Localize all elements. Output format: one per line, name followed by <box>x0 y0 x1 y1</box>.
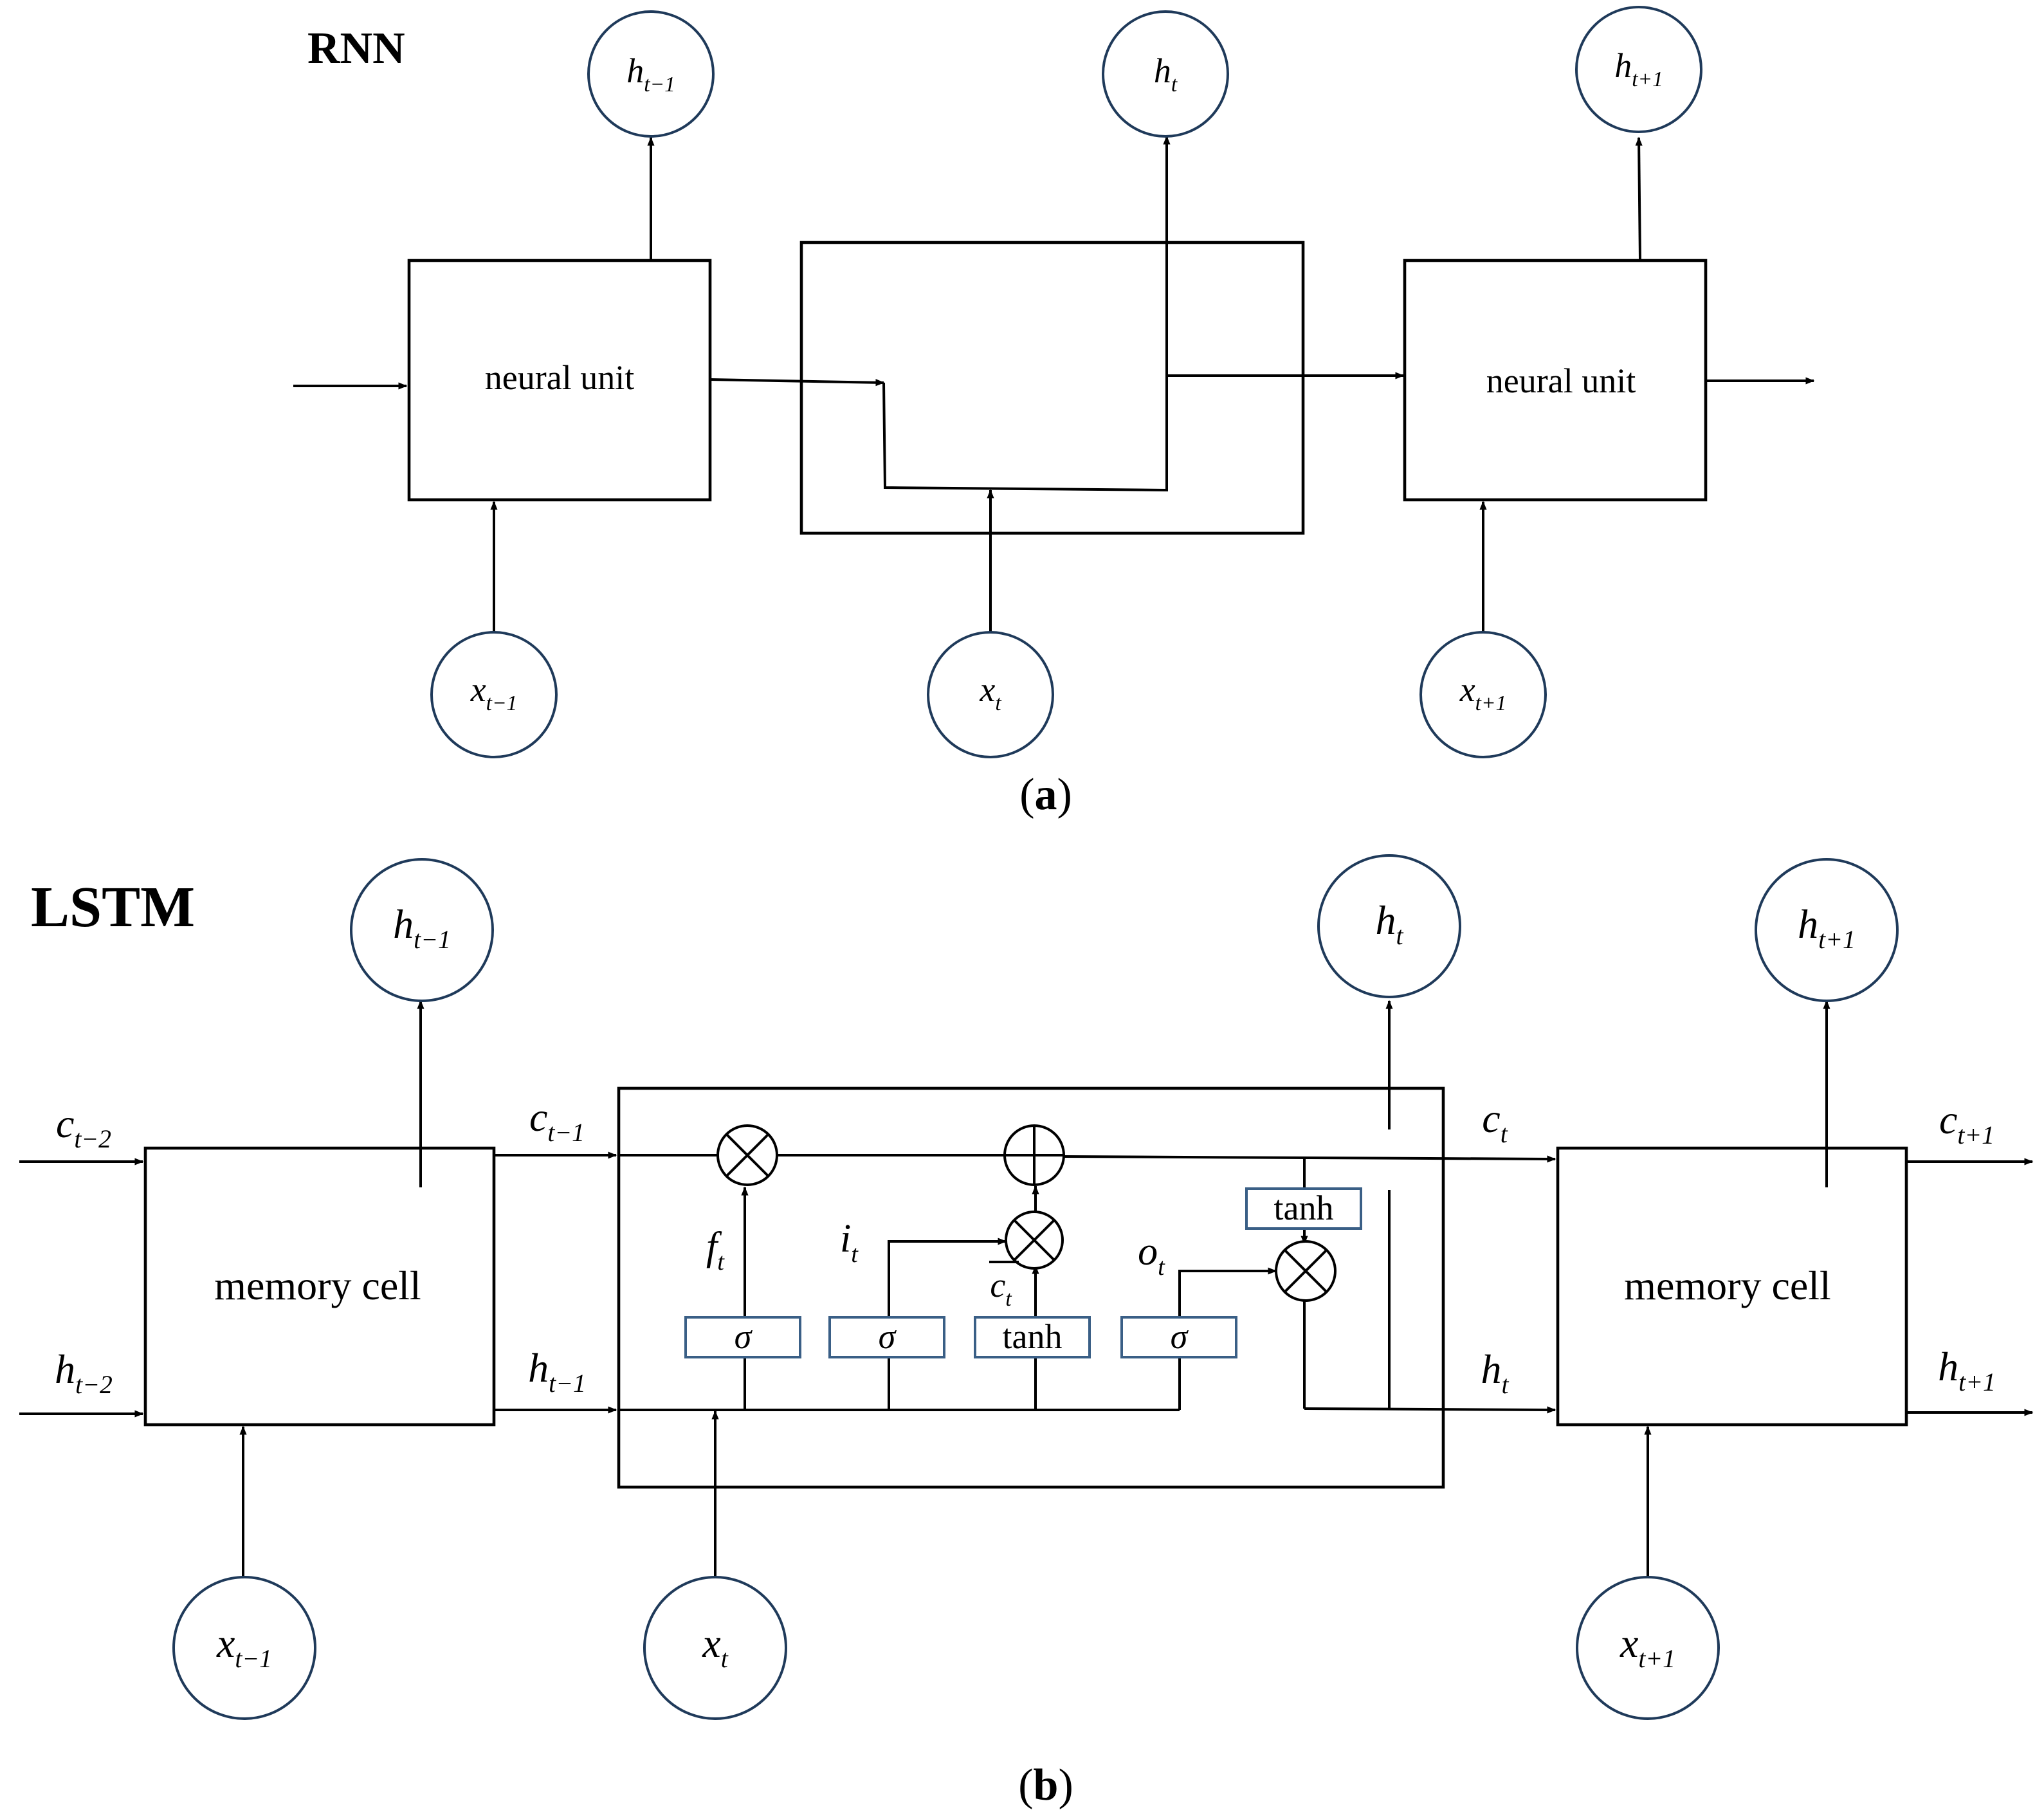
lstm-output-node-current <box>1317 854 1461 998</box>
lstm-caption: (b) <box>1018 1760 1073 1810</box>
rnn-output-node-next <box>1575 6 1702 133</box>
lstm-cell-left <box>143 1146 496 1427</box>
lstm-input-sigma-label: σ <box>879 1317 897 1356</box>
lstm-input-node-next <box>1576 1576 1720 1720</box>
rnn-link-left-to-middle <box>709 378 885 387</box>
rnn-output-node-current <box>1102 10 1229 138</box>
lstm-output-gate-label: ot <box>1138 1230 1165 1281</box>
lstm-cell-left-label: memory cell <box>214 1263 421 1308</box>
lstm-cell-right-label: memory cell <box>1624 1263 1831 1308</box>
lstm-h-prev-label: ht−1 <box>528 1345 586 1398</box>
lstm-h-out-label: ht+1 <box>1938 1344 1996 1396</box>
rnn-input-label-next: xt+1 <box>1459 670 1507 715</box>
lstm-candidate-tanh-label: tanh <box>1003 1317 1063 1356</box>
rnn-output-label-next: ht+1 <box>1614 46 1663 91</box>
lstm-input-multiply-node <box>1005 1211 1064 1270</box>
lstm-output-node-next <box>1755 858 1899 1002</box>
lstm-input-node-prev <box>172 1576 316 1720</box>
lstm-cell-tanh-box <box>1245 1187 1362 1230</box>
rnn-input-node-current <box>927 631 1054 758</box>
rnn-caption: (a) <box>1019 770 1072 819</box>
rnn-right-up-arrow <box>1635 136 1643 261</box>
lstm-c-out-label: ct+1 <box>1939 1097 1994 1149</box>
lstm-input-label-next: xt+1 <box>1620 1620 1675 1673</box>
lstm-input-label-prev: xt−1 <box>216 1620 272 1673</box>
lstm-cell-tanh-label: tanh <box>1274 1189 1334 1227</box>
rnn-unit-right-label: neural unit <box>1486 361 1636 400</box>
rnn-middle-internal-path <box>882 138 1168 492</box>
rnn-input-label-prev: xt−1 <box>470 670 518 715</box>
rnn-title: RNN <box>307 24 405 73</box>
rnn-output-label-prev: ht−1 <box>626 51 675 96</box>
lstm-h-cur-label: ht <box>1481 1346 1509 1399</box>
lstm-candidate-label: ct <box>989 1261 1019 1311</box>
lstm-output-multiply-node <box>1275 1240 1337 1302</box>
lstm-cell-middle <box>617 1086 1445 1489</box>
lstm-add-node <box>1003 1124 1065 1186</box>
svg-text:ct: ct <box>990 1266 1012 1311</box>
lstm-input-gate-label: it <box>840 1217 859 1268</box>
lstm-candidate-tanh-box <box>974 1316 1091 1358</box>
lstm-output-node-prev <box>350 858 494 1002</box>
lstm-output-gate-path <box>1178 1270 1276 1410</box>
rnn-input-label-current: xt <box>979 670 1001 715</box>
lstm-input-label-current: xt <box>702 1620 728 1673</box>
lstm-panel: LSTM memory cell memory cell <box>19 854 2034 1810</box>
lstm-input-sigma-box <box>828 1316 945 1358</box>
lstm-cell-right <box>1556 1146 1908 1427</box>
rnn-input-node-prev <box>430 631 558 758</box>
lstm-hidden-out-line <box>1304 1406 1556 1414</box>
lstm-output-sigma-label: σ <box>1171 1317 1189 1356</box>
lstm-output-label-current: ht <box>1375 897 1403 950</box>
rnn-panel: RNN neural unit neural unit ht−1 ht ht+1 <box>293 6 1815 819</box>
lstm-forget-gate-label: ft <box>706 1225 725 1275</box>
lstm-output-label-next: ht+1 <box>1798 901 1856 954</box>
lstm-c-in-label: ct−2 <box>56 1101 111 1153</box>
lstm-c-cur-label: ct <box>1482 1095 1508 1148</box>
lstm-h-in-label: ht−2 <box>55 1346 113 1399</box>
rnn-input-node-next <box>1419 631 1547 758</box>
lstm-forget-sigma-label: σ <box>735 1317 753 1356</box>
lstm-title: LSTM <box>31 875 195 939</box>
rnn-output-node-prev <box>587 10 715 138</box>
lstm-input-node-current <box>643 1576 787 1720</box>
lstm-cell-state-line-c <box>1062 1155 1556 1163</box>
lstm-forget-multiply-node <box>716 1124 778 1186</box>
lstm-c-prev-label: ct−1 <box>529 1094 585 1147</box>
lstm-forget-sigma-box <box>684 1316 801 1358</box>
lstm-output-label-prev: ht−1 <box>393 901 451 954</box>
rnn-output-label-current: ht <box>1154 51 1178 96</box>
rnn-unit-left-label: neural unit <box>485 358 634 397</box>
lstm-output-sigma-box <box>1120 1316 1237 1358</box>
rnn-unit-middle <box>799 241 1305 535</box>
